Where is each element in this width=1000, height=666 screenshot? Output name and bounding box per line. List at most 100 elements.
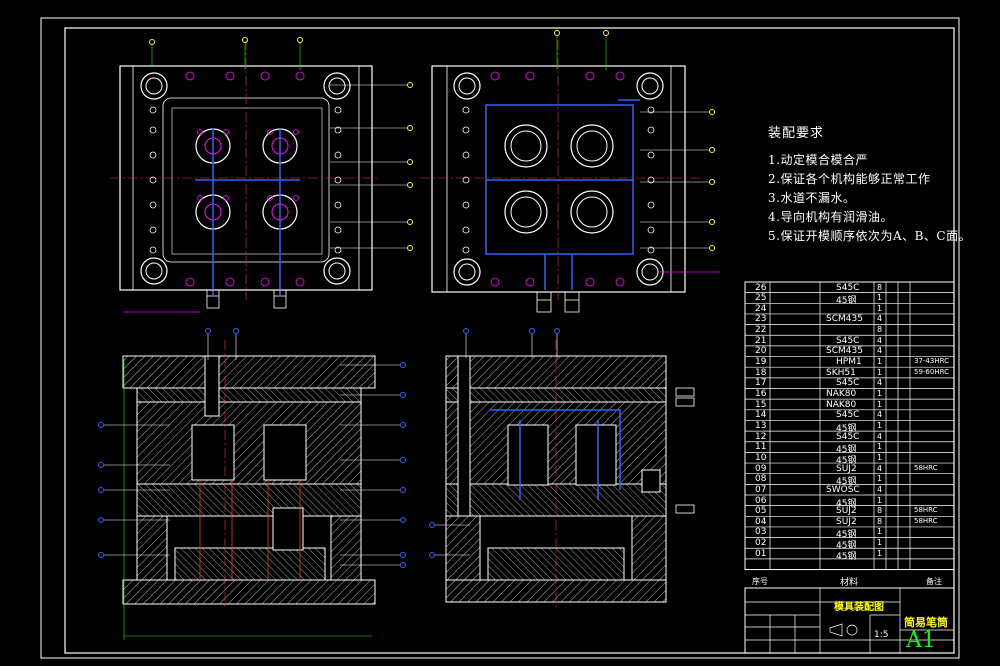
bom-row-remark: 37-43HRC: [914, 357, 950, 366]
bom-row-qty: 4: [877, 314, 883, 324]
bom-row-no: 26: [755, 282, 767, 293]
bom-row-material: 45钢: [836, 498, 857, 509]
bom-row-material: SUJ2: [836, 516, 857, 527]
bom-row-material: SCM435: [826, 346, 863, 357]
bom-row-no: 21: [755, 335, 767, 346]
bom-row-no: 10: [755, 452, 767, 463]
bom-row-material: SUJ2: [836, 463, 857, 474]
sheet-size: A1: [906, 628, 936, 653]
bom-row-no: 04: [755, 516, 767, 527]
bom-row-no: 01: [755, 548, 767, 559]
bom-row-qty: 8: [877, 506, 883, 516]
bom-row-qty: 1: [877, 399, 883, 409]
bom-header-no: 序号: [752, 577, 768, 586]
core-inserts: [504, 124, 614, 234]
bom-row-remark: 58HRC: [914, 463, 938, 472]
bom-row-no: 03: [755, 527, 767, 538]
drawing-scale: 1:5: [874, 630, 889, 640]
part-balloons: [98, 30, 715, 568]
bom-row-no: 23: [755, 314, 767, 325]
bom-row-material: S45C: [836, 282, 860, 293]
bom-row-material: 45钢: [836, 455, 857, 466]
outer-frame: [40, 17, 960, 659]
bom-row-material: HPM1: [836, 357, 862, 368]
bom-row-no: 11: [755, 442, 767, 453]
bom-row-qty: 1: [877, 442, 883, 452]
bom-row-qty: 1: [877, 293, 883, 303]
bom-row-material: SKH51: [826, 367, 856, 378]
bom-row-qty: 4: [877, 378, 883, 388]
assembly-note-2: 2.保证各个机构能够正常工作: [768, 172, 931, 186]
bom-row-no: 20: [755, 346, 767, 357]
bom-row-qty: 4: [877, 335, 883, 345]
assembly-note-4: 4.导向机构有润滑油。: [768, 210, 893, 224]
bom-row-qty: 1: [877, 389, 883, 398]
bom-row-remark: 58HRC: [914, 516, 938, 525]
bom-row-no: 05: [755, 506, 767, 517]
cooling-channels-right: [486, 99, 640, 290]
bom-row-material: 45钢: [836, 423, 857, 434]
bom-row-qty: 1: [877, 357, 883, 367]
bom-row-material: 45钢: [836, 551, 857, 562]
bom-row-material: 45钢: [836, 445, 857, 456]
bom-row-no: 02: [755, 538, 767, 549]
bom-header-remark: 备注: [926, 577, 942, 586]
bom-table-grid: [744, 281, 955, 571]
bom-row-qty: 1: [877, 474, 883, 484]
bom-row-no: 13: [755, 420, 767, 431]
bom-row-no: 14: [755, 410, 767, 421]
bom-row-no: 09: [755, 463, 767, 474]
bom-row-qty: 1: [877, 548, 883, 558]
bom-row-qty: 1: [877, 495, 883, 505]
bom-row-qty: 4: [877, 463, 883, 473]
bom-row-qty: 8: [877, 516, 883, 526]
bom-row-qty: 1: [877, 367, 883, 377]
bolt-holes-left: [149, 71, 342, 287]
bom-row-qty: 4: [877, 346, 883, 356]
bom-row-no: 25: [755, 293, 767, 304]
bom-row-no: 17: [755, 378, 767, 389]
guide-pillar-holes: [140, 72, 351, 285]
bom-row-qty: 8: [877, 325, 883, 335]
cooling-channels: [195, 128, 300, 295]
bom-row-qty: 4: [877, 410, 883, 420]
side-fittings: [675, 387, 695, 514]
bom-row-qty: 1: [877, 420, 883, 430]
bom-row-material: 45钢: [836, 296, 857, 307]
bom-row-material: SCM435: [826, 314, 863, 325]
bom-row-material: S45C: [836, 335, 860, 346]
bom-row-material: SUJ2: [836, 506, 857, 517]
title-block-grid: [744, 587, 955, 654]
bom-row-material: 45钢: [836, 477, 857, 488]
bom-row-material: S45C: [836, 410, 860, 421]
bom-row-qty: 1: [877, 303, 883, 313]
section-view-a[interactable]: [122, 340, 376, 640]
bom-row-qty: 4: [877, 484, 883, 494]
bom-row-no: 15: [755, 399, 767, 410]
bom-row-no: 08: [755, 474, 767, 485]
bom-row-material: S45C: [836, 431, 860, 442]
bom-row-no: 07: [755, 484, 767, 495]
bom-row-material: 45钢: [836, 541, 857, 552]
assembly-note-3: 3.水道不漏水。: [768, 191, 856, 205]
cooling-channels-section: [490, 409, 621, 500]
bom-row-qty: 1: [877, 452, 883, 462]
plan-view-moving-half[interactable]: [420, 40, 720, 313]
bom-row-material: S45C: [836, 378, 860, 389]
bom-row-remark: 59-60HRC: [914, 367, 950, 376]
guide-pillar-holes-right: [453, 72, 664, 286]
bom-row-no: 19: [755, 357, 767, 368]
bom-row-qty: 4: [877, 431, 883, 441]
cavity-inserts: [195, 128, 298, 230]
bom-row-no: 18: [755, 367, 767, 378]
assembly-notes: 装配要求 1.动定模合模合严 2.保证各个机构能够正常工作 3.水道不漏水。 4…: [768, 122, 971, 246]
bom-row-no: 12: [755, 431, 767, 442]
bolt-holes-right: [462, 71, 655, 287]
assembly-notes-title: 装配要求: [768, 126, 825, 141]
plan-view-fixed-half[interactable]: [110, 40, 380, 313]
bom-row-material: SWOSC: [826, 484, 860, 495]
section-view-b[interactable]: [445, 340, 695, 610]
bom-row-no: 06: [755, 495, 767, 506]
